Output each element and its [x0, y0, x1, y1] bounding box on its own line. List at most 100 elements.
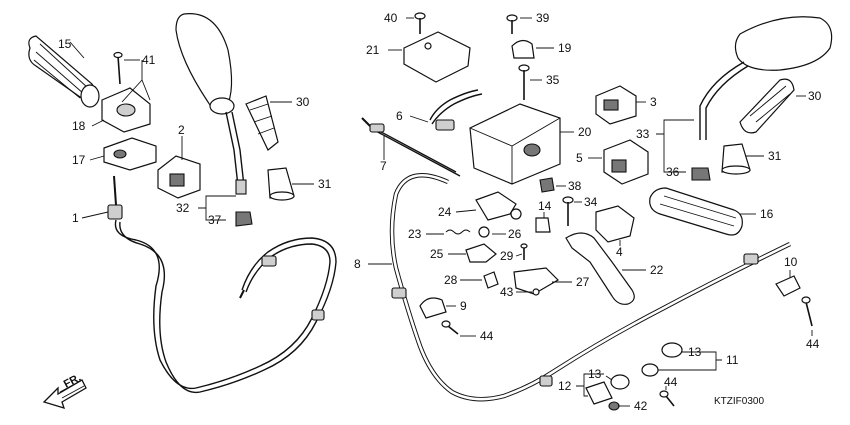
callout-36: 36: [666, 165, 680, 179]
switch-housing-part: [157, 155, 201, 199]
right-grip-16-part: [649, 187, 743, 236]
cable-7-part: [361, 117, 461, 177]
callout-40: 40: [384, 11, 398, 25]
callout-4: 4: [616, 245, 623, 259]
part-28: [483, 271, 499, 289]
screw-40-part: [414, 12, 426, 34]
front-direction-arrow-icon: [42, 379, 87, 409]
screw-41-part: [113, 51, 123, 85]
switch-3-part: [595, 85, 637, 125]
callout-28: 28: [444, 273, 458, 287]
switch-housing-5-part: [603, 139, 649, 185]
right-mirror-part: [699, 16, 833, 140]
callout-5: 5: [576, 151, 583, 165]
bracket-10-part: [775, 275, 801, 297]
callout-33: 33: [636, 127, 650, 141]
callout-39: 39: [536, 11, 550, 25]
part-43: [532, 288, 540, 296]
callout-43: 43: [500, 285, 514, 299]
callout-7: 7: [380, 159, 387, 173]
callout-30-left: 30: [296, 95, 310, 109]
brake-cable-8-part: [389, 173, 791, 402]
throttle-housing-upper-part: [101, 87, 151, 133]
callout-18: 18: [72, 119, 86, 133]
callout-38: 38: [568, 179, 582, 193]
bolt-44a-part: [441, 320, 459, 335]
nut-36-part: [691, 167, 711, 181]
callout-21: 21: [366, 43, 380, 57]
nut-cover-31-part: [267, 167, 295, 201]
callout-12: 12: [558, 379, 572, 393]
bolt-44b-part: [801, 296, 813, 327]
callout-15: 15: [58, 37, 72, 51]
nut-42-part: [608, 401, 620, 411]
master-cylinder-20-part: [469, 103, 561, 185]
callout-22: 22: [650, 263, 664, 277]
lever-housing-4-part: [595, 205, 635, 243]
callout-2: 2: [178, 123, 185, 137]
part-25: [465, 243, 497, 263]
callout-11: 11: [726, 353, 739, 367]
part-29: [520, 243, 528, 260]
callout-labels: 15 41 18 17 2 1 30 31 32 37 40 39 21 19 …: [58, 11, 822, 413]
spring-23-part: [445, 229, 471, 235]
mirror-boot-30b-part: [739, 78, 795, 134]
mirror-boot-30-part: [245, 95, 279, 151]
nut-cover-31b-part: [721, 143, 751, 175]
bushing-13b-part: [585, 374, 630, 405]
nut-38-part: [539, 177, 555, 193]
callout-14: 14: [538, 199, 552, 213]
nut-37-part: [235, 211, 253, 227]
callout-31-left: 31: [318, 177, 332, 191]
callout-13-upper: 13: [688, 345, 702, 359]
callout-29: 29: [500, 249, 514, 263]
clamp-9-part: [419, 297, 447, 319]
callout-34: 34: [584, 195, 598, 209]
bolt-35-part: [518, 64, 530, 100]
pivot-14-part: [535, 217, 551, 233]
callout-27: 27: [576, 275, 590, 289]
callout-25: 25: [430, 247, 444, 261]
callout-37: 37: [208, 213, 222, 227]
callout-17: 17: [72, 153, 86, 167]
callout-6: 6: [396, 109, 403, 123]
throttle-grip-part: [28, 35, 100, 108]
callout-24: 24: [438, 205, 452, 219]
bracket-24-part: [475, 191, 522, 221]
wire-harness-6-part: [429, 89, 483, 131]
callout-23: 23: [408, 227, 422, 241]
callout-26: 26: [508, 227, 522, 241]
callout-44-lower: 44: [664, 375, 678, 389]
diagram-code-label: KTZIF0300: [714, 396, 764, 407]
throttle-housing-lower-part: [103, 137, 157, 171]
left-mirror-part: [175, 13, 247, 195]
callout-20: 20: [578, 125, 592, 139]
callout-31-right: 31: [768, 149, 782, 163]
callout-3: 3: [650, 95, 657, 109]
callout-42: 42: [634, 399, 648, 413]
callout-9: 9: [460, 299, 467, 313]
callout-44-left: 44: [480, 329, 494, 343]
clamp-19-part: [511, 39, 535, 59]
bolt-44c-part: [659, 390, 675, 407]
callout-10: 10: [784, 255, 798, 269]
bolt-34-part: [562, 196, 574, 226]
callout-44-right: 44: [806, 337, 820, 351]
callout-16: 16: [760, 207, 774, 221]
callout-32: 32: [176, 201, 190, 215]
callout-1: 1: [72, 211, 79, 225]
part-26: [478, 226, 490, 238]
callout-35: 35: [546, 73, 560, 87]
callout-13-lower: 13: [588, 367, 602, 381]
screw-39-part: [506, 14, 518, 34]
callout-41: 41: [142, 53, 156, 67]
callout-30-right: 30: [808, 89, 822, 103]
leader-lines: [69, 17, 813, 407]
brake-lever-22-part: [565, 232, 635, 305]
lever-arm-27-part: [513, 267, 559, 295]
bushing-13a-part: [641, 342, 683, 377]
throttle-cable-part: [107, 175, 337, 394]
callout-19: 19: [558, 41, 572, 55]
